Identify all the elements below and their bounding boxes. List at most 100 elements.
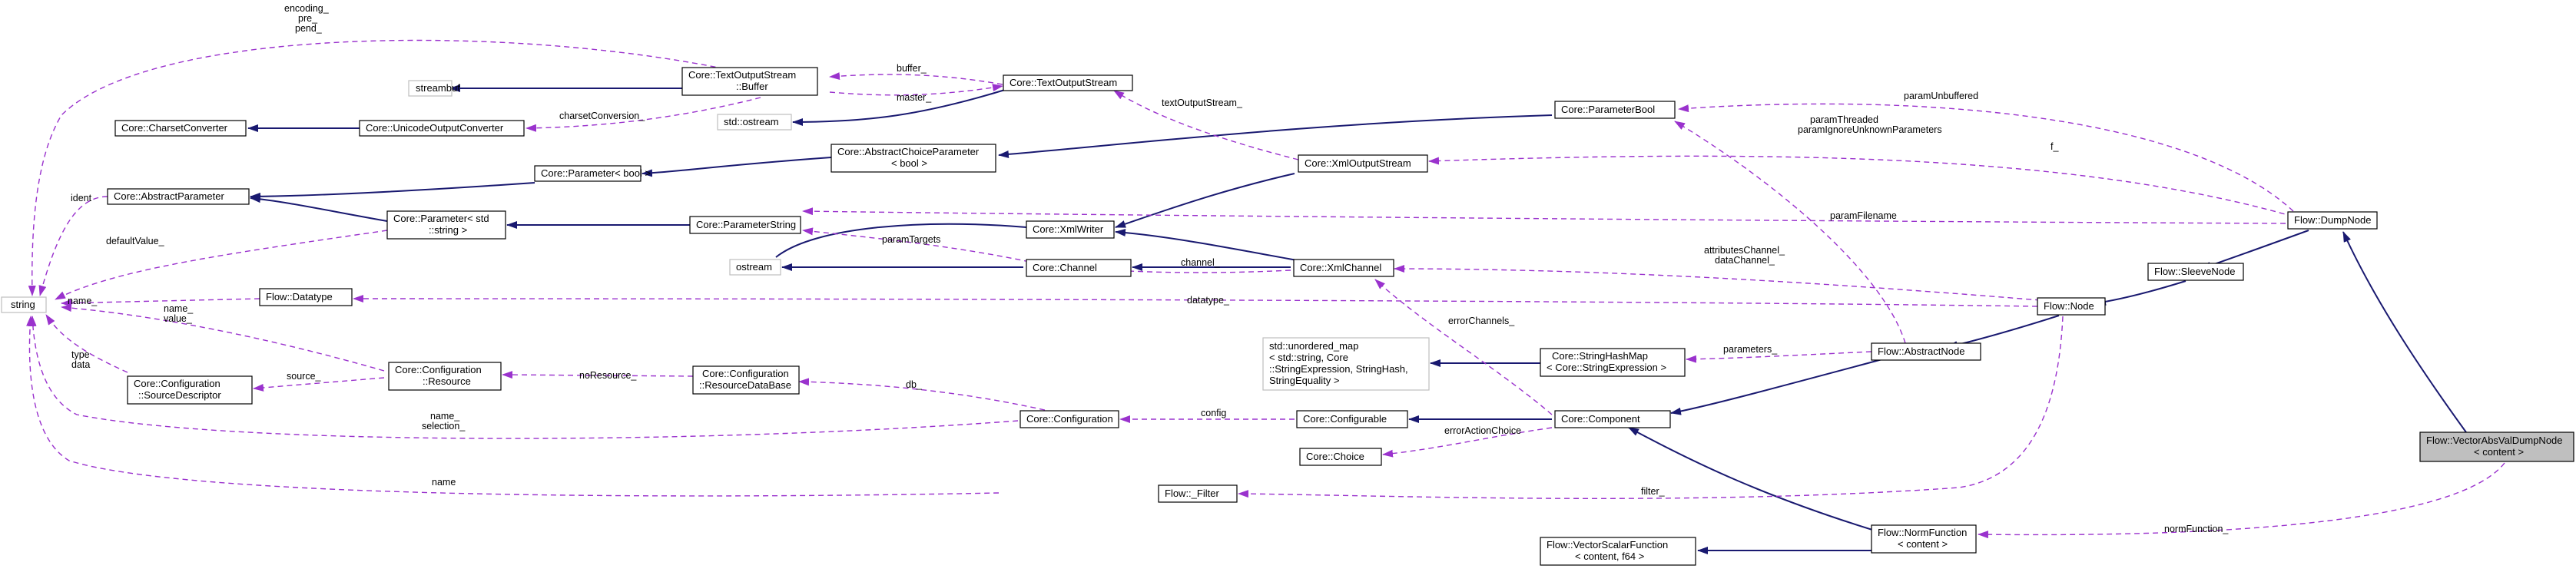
svg-text:Core::Channel: Core::Channel bbox=[1033, 262, 1097, 273]
node-abstract-parameter[interactable]: Core::AbstractParameter bbox=[107, 188, 250, 205]
edge-inherit-xmlchannel-xmlwriter bbox=[1115, 228, 1298, 261]
svg-text:Core::CharsetConverter: Core::CharsetConverter bbox=[121, 122, 228, 134]
node-abstract-choice-parameter[interactable]: Core::AbstractChoiceParameter< bool > bbox=[830, 144, 996, 173]
edge-usage-abstractnode-stringhashmap bbox=[1686, 351, 1872, 363]
edge-usage-dump-xmloutputstream bbox=[1428, 155, 2294, 217]
label-parameters: parameters_ bbox=[1723, 344, 1778, 355]
svg-text:Core::XmlOutputStream: Core::XmlOutputStream bbox=[1305, 157, 1411, 169]
node-xml-channel[interactable]: Core::XmlChannel bbox=[1293, 259, 1394, 277]
label-filter: filter_ bbox=[1641, 486, 1666, 497]
node-core-choice[interactable]: Core::Choice bbox=[1299, 448, 1382, 466]
svg-text:Core::AbstractChoiceParameter<: Core::AbstractChoiceParameter< bool > bbox=[837, 146, 980, 169]
label-channel: channel_ bbox=[1181, 257, 1221, 268]
label-param-unbuffered: paramUnbuffered bbox=[1904, 91, 1978, 101]
node-flow-sleeve-node[interactable]: Flow::SleeveNode bbox=[2147, 263, 2244, 281]
label-master: master_ bbox=[897, 92, 932, 103]
node-core-configuration[interactable]: Core::Configuration bbox=[1019, 410, 1119, 428]
svg-text:Flow::NormFunction< content >: Flow::NormFunction< content > bbox=[1878, 527, 1967, 550]
svg-text:std::ostream: std::ostream bbox=[724, 116, 779, 127]
edge-usage-abstractnode-parameterbool bbox=[1674, 121, 1906, 344]
edge-usage-configuration-database bbox=[798, 378, 1046, 411]
edge-usage-sourcedesc-string bbox=[45, 314, 128, 373]
svg-text:Core::ParameterString: Core::ParameterString bbox=[696, 219, 796, 230]
svg-text:Core::Configuration::SourceDes: Core::Configuration::SourceDescriptor bbox=[134, 378, 221, 401]
node-charset-converter[interactable]: Core::CharsetConverter bbox=[114, 120, 247, 137]
edge-usage-node-filter bbox=[1238, 316, 2064, 499]
edge-usage-component-choice bbox=[1382, 427, 1553, 458]
svg-text:Flow::SleeveNode: Flow::SleeveNode bbox=[2154, 266, 2236, 277]
edge-inherit-normfunction-component bbox=[1628, 427, 1898, 538]
edge-usage-textoutputstream-buffer bbox=[829, 72, 1003, 85]
node-ostream[interactable]: ostream bbox=[729, 259, 781, 276]
edge-usage-database-resource bbox=[502, 371, 694, 379]
label-name-filter: name bbox=[432, 477, 456, 488]
edge-inherit-node-abstractnode bbox=[1947, 315, 2060, 349]
node-flow-filter[interactable]: Flow::_Filter bbox=[1158, 484, 1238, 503]
svg-text:Flow::Datatype: Flow::Datatype bbox=[266, 291, 333, 303]
edge-inherit-xmlwriter-ostream bbox=[775, 223, 1027, 258]
edge-usage-component-xmlchannel bbox=[1374, 279, 1553, 415]
node-string[interactable]: string bbox=[1, 296, 47, 313]
label-config: config bbox=[1201, 408, 1226, 418]
edges bbox=[26, 39, 2505, 554]
node-text-output-stream[interactable]: Core::TextOutputStream bbox=[1003, 74, 1133, 91]
node-core-component[interactable]: Core::Component bbox=[1554, 410, 1671, 428]
node-core-parameter-bool[interactable]: Core::ParameterBool bbox=[1554, 101, 1676, 119]
node-streambuf[interactable]: streambuf bbox=[408, 80, 460, 97]
node-parameter-bool[interactable]: Core::Parameter< bool > bbox=[534, 165, 651, 182]
label-no-resource: noResource_ bbox=[579, 370, 637, 381]
edge-usage-buffer-textoutputstream bbox=[829, 84, 1003, 96]
label-source: source_ bbox=[287, 371, 322, 382]
svg-text:Core::UnicodeOutputConverter: Core::UnicodeOutputConverter bbox=[366, 122, 504, 134]
edge-inherit-textoutputstream-stdostream bbox=[792, 89, 1006, 126]
svg-text:Flow::AbstractNode: Flow::AbstractNode bbox=[1878, 346, 1964, 357]
label-encoding-pre-pend: encoding_pre_pend_ bbox=[284, 3, 330, 34]
node-core-configurable[interactable]: Core::Configurable bbox=[1296, 410, 1408, 428]
edge-usage-node-xmlchannel bbox=[1394, 265, 2060, 303]
label-error-action-choice: errorActionChoice bbox=[1444, 425, 1521, 436]
node-parameter-string[interactable]: Core::ParameterString bbox=[689, 216, 801, 234]
edge-usage-xmloutputstream-textoutput bbox=[1113, 90, 1299, 160]
node-config-source-descriptor[interactable]: Core::Configuration::SourceDescriptor bbox=[127, 375, 253, 405]
edge-usage-channel-paramstring bbox=[802, 227, 1030, 263]
node-parameter-std-string[interactable]: Core::Parameter< std::string > bbox=[386, 210, 506, 240]
edge-usage-resource-sourcedesc bbox=[253, 377, 385, 392]
node-core-channel[interactable]: Core::Channel bbox=[1026, 259, 1132, 277]
node-config-resource[interactable]: Core::Configuration::Resource bbox=[388, 362, 502, 391]
node-flow-abstract-node[interactable]: Flow::AbstractNode bbox=[1871, 342, 1981, 361]
node-std-ostream[interactable]: std::ostream bbox=[717, 114, 792, 131]
svg-text:Core::Parameter< std::string >: Core::Parameter< std::string > bbox=[393, 213, 489, 236]
node-unicode-output-converter[interactable]: Core::UnicodeOutputConverter bbox=[359, 120, 525, 137]
edge-usage-buffer-string bbox=[28, 39, 761, 296]
edge-usage-paramstd-string bbox=[55, 230, 388, 300]
node-config-resource-database[interactable]: Core::Configuration::ResourceDataBase bbox=[692, 365, 800, 395]
svg-text:Flow::VectorScalarFunction< co: Flow::VectorScalarFunction< content, f64… bbox=[1547, 539, 1668, 562]
node-flow-datatype[interactable]: Flow::Datatype bbox=[259, 288, 353, 306]
edge-inherit-parameterbool-choice bbox=[998, 114, 1553, 158]
edge-usage-dump-paramstring bbox=[802, 207, 2286, 224]
node-xml-output-stream[interactable]: Core::XmlOutputStream bbox=[1298, 154, 1428, 173]
edge-labels: encoding_pre_pend_ ident defaultValue_ n… bbox=[68, 3, 2229, 534]
svg-text:Core::TextOutputStream::Buffer: Core::TextOutputStream::Buffer bbox=[688, 69, 796, 92]
edge-usage-resource-string bbox=[61, 304, 385, 372]
node-std-unordered-map[interactable]: std::unordered_map< std::string, Core::S… bbox=[1262, 337, 1430, 391]
svg-text:Core::XmlChannel: Core::XmlChannel bbox=[1300, 262, 1381, 273]
svg-text:std::unordered_map< std::strin: std::unordered_map< std::string, Core::S… bbox=[1269, 340, 1408, 386]
node-flow-node[interactable]: Flow::Node bbox=[2037, 297, 2106, 316]
svg-text:Flow::DumpNode: Flow::DumpNode bbox=[2294, 214, 2371, 226]
svg-text:Flow::Node: Flow::Node bbox=[2044, 300, 2094, 312]
node-vector-scalar-function[interactable]: Flow::VectorScalarFunction< content, f64… bbox=[1540, 537, 1696, 566]
node-flow-vector-abs-val-dump-node[interactable]: Flow::VectorAbsValDumpNode< content > bbox=[2419, 431, 2574, 462]
edge-usage-configuration-string bbox=[28, 316, 1019, 439]
edge-usage-vectorabs-normfunction bbox=[1978, 462, 2505, 539]
label-text-output-stream: textOutputStream_ bbox=[1162, 98, 1243, 108]
node-text-output-stream-buffer[interactable]: Core::TextOutputStream::Buffer bbox=[681, 67, 818, 96]
node-flow-dump-node[interactable]: Flow::DumpNode bbox=[2287, 211, 2378, 230]
node-xml-writer[interactable]: Core::XmlWriter bbox=[1026, 220, 1115, 239]
svg-text:Core::Parameter< bool >: Core::Parameter< bool > bbox=[541, 167, 651, 179]
node-string-hash-map[interactable]: Core::StringHashMap< Core::StringExpress… bbox=[1540, 348, 1686, 377]
node-flow-norm-function[interactable]: Flow::NormFunction< content > bbox=[1871, 524, 1977, 554]
svg-text:Core::Component: Core::Component bbox=[1561, 413, 1640, 425]
